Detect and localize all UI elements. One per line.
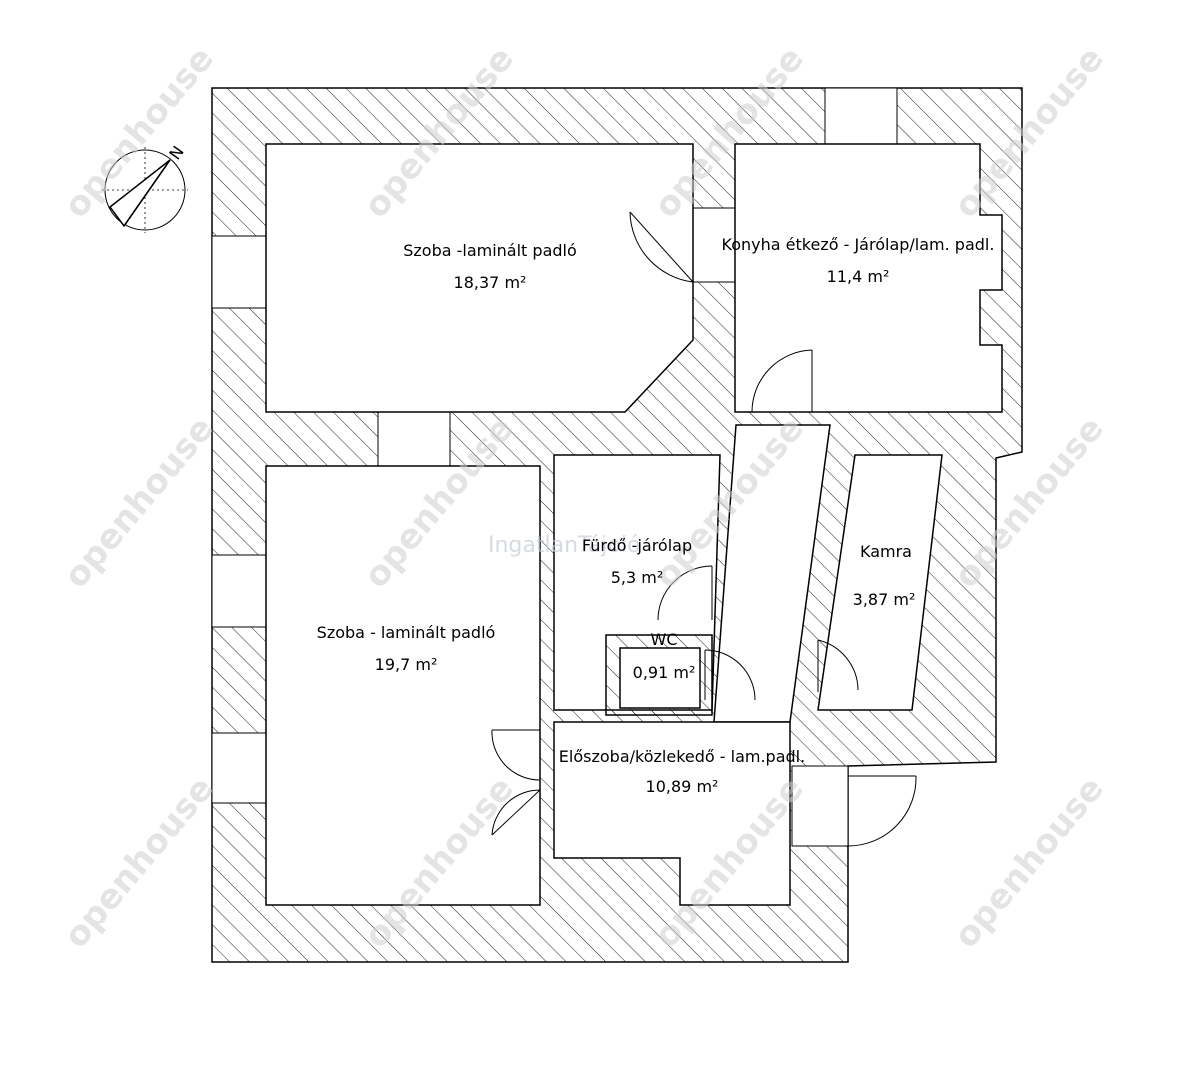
room-area: 19,7 m² [375,655,438,674]
door-room2-upper [491,729,541,781]
room-area: 18,37 m² [454,273,527,292]
room-konyha [734,143,1003,413]
room-area: 3,87 m² [853,590,916,609]
door-kamra [817,639,859,692]
room-name: Szoba - laminált padló [317,623,496,642]
window-left-3 [211,732,267,804]
entrance-door-opening [791,765,849,847]
room-wc [619,647,701,709]
room-kamra [817,454,943,711]
door-wc [704,649,756,701]
windows [211,87,898,847]
room-area: 0,91 m² [633,663,696,682]
room-labels: Szoba -laminált padló 18,37 m² Konyha ét… [317,235,995,796]
opening-between-rooms [377,411,451,467]
room-name: WC [651,630,678,649]
room-name: Szoba -laminált padló [403,241,577,260]
kitchen-door-opening [692,207,736,283]
room-szoba-2 [265,465,541,906]
room-name: Fürdő -járólap [582,536,692,555]
room-szoba-1 [265,143,694,413]
room-area: 5,3 m² [611,568,664,587]
room-eloszoba [553,721,791,906]
room-name: Előszoba/közlekedő - lam.padl. [559,747,805,766]
room-area: 11,4 m² [827,267,890,286]
doors [491,211,917,847]
door-kitchen-to-room1 [629,211,694,283]
watermark-text: openhouse [56,769,222,956]
watermark-text: openhouse [946,769,1112,956]
door-entrance [847,775,917,847]
room-name: Kamra [860,542,912,561]
room-name: Konyha étkező - Járólap/lam. padl. [722,235,995,254]
window-top-right [824,87,898,145]
door-furdo [657,565,713,621]
door-kitchen-to-hall [751,349,813,413]
door-room2-lower [491,789,541,836]
window-left-1 [211,235,267,309]
compass-label: N [165,142,187,163]
watermark-text: openhouse [56,409,222,596]
watermark-site: IngatlanTájoló [488,533,640,558]
room-area: 10,89 m² [646,777,719,796]
window-left-2 [211,554,267,628]
rooms [265,143,1003,906]
